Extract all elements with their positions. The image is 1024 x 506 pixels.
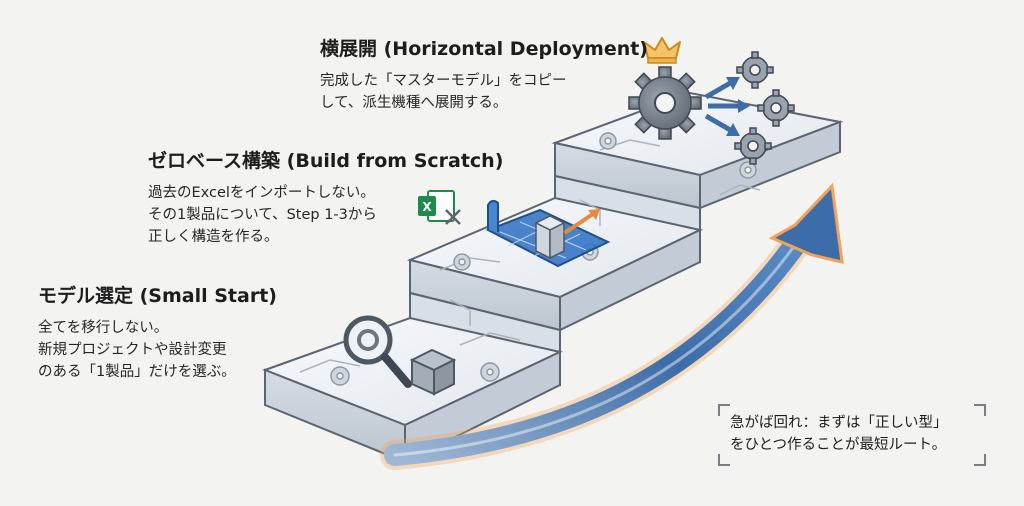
- callout-corner: [718, 454, 730, 466]
- step-2-label: ゼロベース構築 (Build from Scratch) 過去のExcelをイン…: [148, 146, 503, 248]
- blueprint-icon: [485, 199, 611, 268]
- excel-icon: X: [418, 190, 461, 225]
- callout-corner: [974, 404, 986, 416]
- crown-icon: [643, 37, 681, 64]
- step-3-description: 完成した「マスターモデル」をコピー して、派生機種へ展開する。: [320, 70, 648, 114]
- callout-line: 急がば回れ：まずは「正しい型」: [730, 415, 948, 431]
- step-2-platform: [406, 196, 704, 332]
- step-3-label: 横展開 (Horizontal Deployment) 完成した「マスターモデル…: [320, 34, 648, 114]
- step-3-line: して、派生機種へ展開する。: [320, 95, 508, 111]
- callout-corner: [974, 454, 986, 466]
- step-2-title: ゼロベース構築 (Build from Scratch): [148, 150, 504, 172]
- step-2-description: 過去のExcelをインポートしない。 その1製品について、Step 1-3から …: [148, 182, 503, 248]
- magnifier-icon: [343, 315, 412, 388]
- step-3-line: 完成した「マスターモデル」をコピー: [320, 73, 567, 89]
- gear-icon: [628, 66, 702, 140]
- callout-box: 急がば回れ：まずは「正しい型」 をひとつ作ることが最短ルート。: [718, 404, 986, 466]
- step-1-label: モデル選定 (Small Start) 全てを移行しない。 新規プロジェクトや設…: [38, 281, 277, 383]
- step-1-line: 全てを移行しない。: [38, 320, 169, 336]
- step-1-line: 新規プロジェクトや設計変更: [38, 342, 227, 358]
- step-2-line: その1製品について、Step 1-3から: [148, 207, 377, 223]
- step-1-title: モデル選定 (Small Start): [38, 285, 277, 307]
- excel-badge-letter: X: [422, 200, 432, 214]
- callout-corner: [718, 404, 730, 416]
- derived-gear-icons: [734, 51, 795, 165]
- step-1-line: のある「1製品」だけを選ぶ。: [38, 364, 236, 380]
- callout-line: をひとつ作ることが最短ルート。: [730, 437, 947, 453]
- step-2-line: 過去のExcelをインポートしない。: [148, 185, 375, 201]
- circuit-traces: [299, 139, 761, 373]
- step-2-line: 正しく構造を作る。: [148, 229, 279, 245]
- box-icon: [409, 348, 457, 396]
- growth-arrow: [380, 182, 844, 470]
- step-1-description: 全てを移行しない。 新規プロジェクトや設計変更 のある「1製品」だけを選ぶ。: [38, 317, 277, 383]
- callout-text: 急がば回れ：まずは「正しい型」 をひとつ作ることが最短ルート。: [730, 412, 948, 456]
- step-3-title: 横展開 (Horizontal Deployment): [320, 38, 648, 60]
- deployment-arrows: [704, 77, 750, 136]
